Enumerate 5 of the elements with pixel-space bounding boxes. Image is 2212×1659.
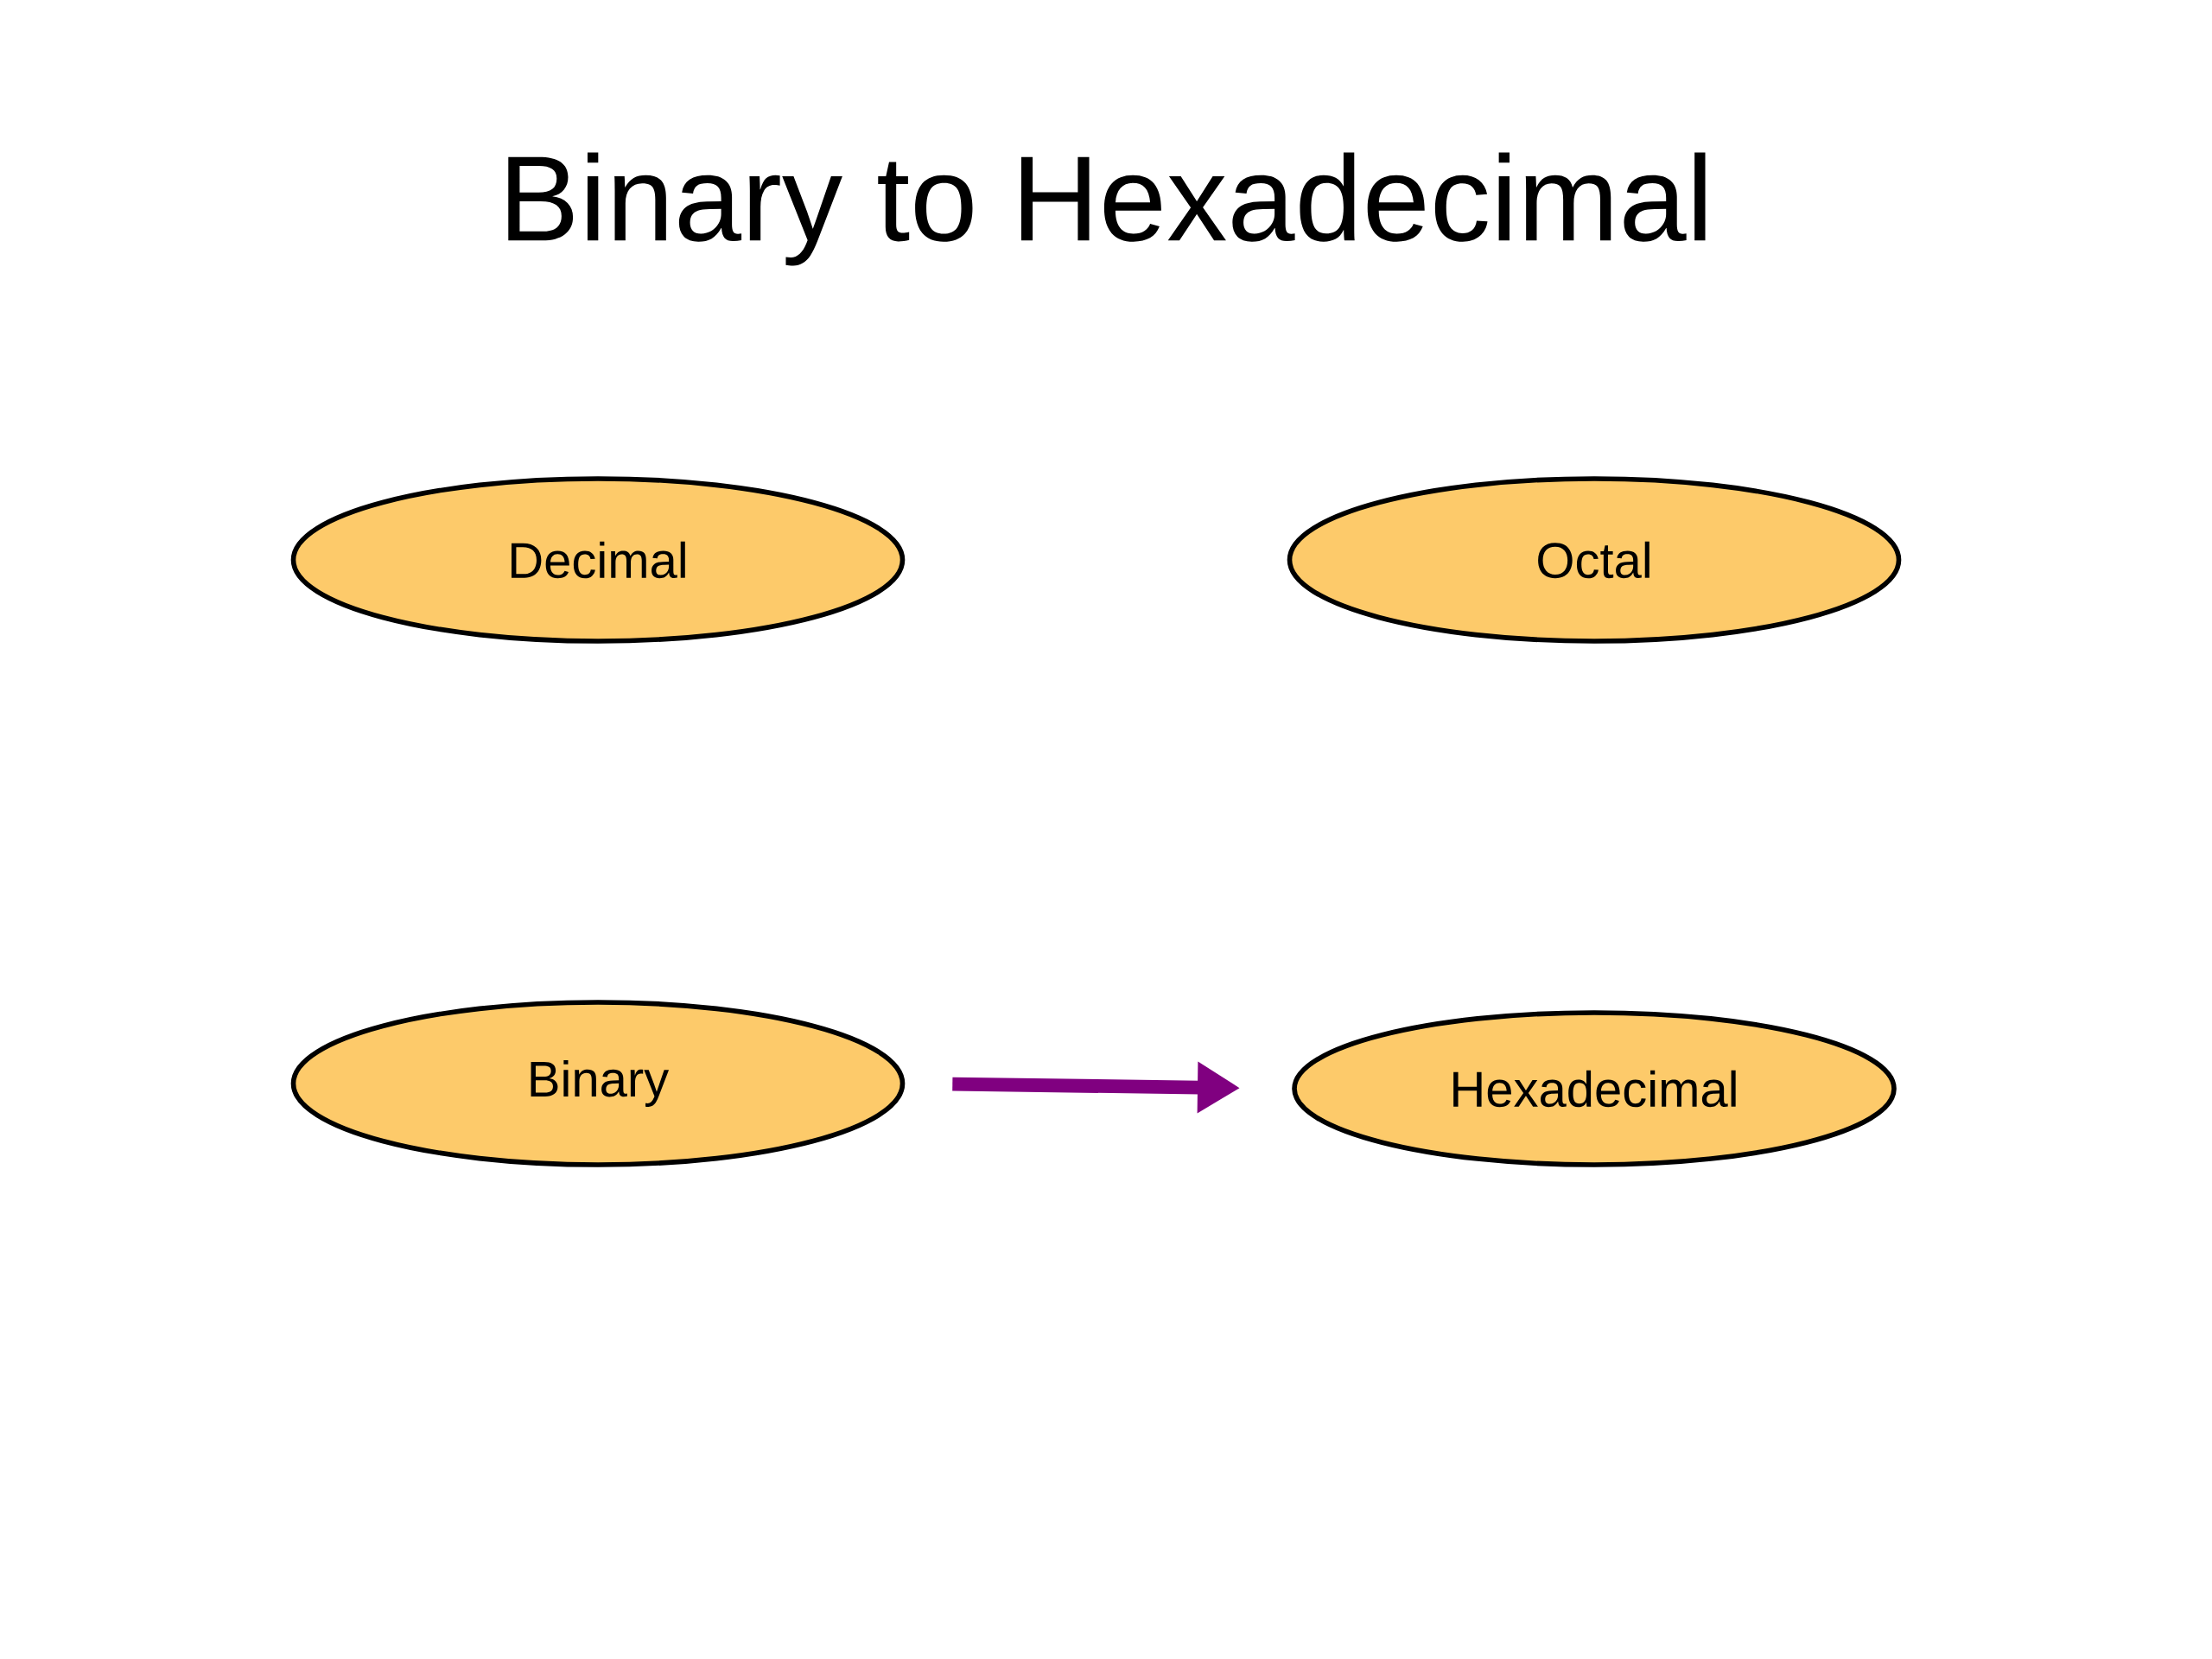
ellipse-node: Hexadecimal [1292,1010,1897,1167]
title: Binary to Hexadecimal [508,152,1706,266]
ellipse-node: Decimal [290,476,906,644]
ellipse-node: Octal [1287,476,1902,644]
ellipse-node: Binary [290,1000,906,1167]
